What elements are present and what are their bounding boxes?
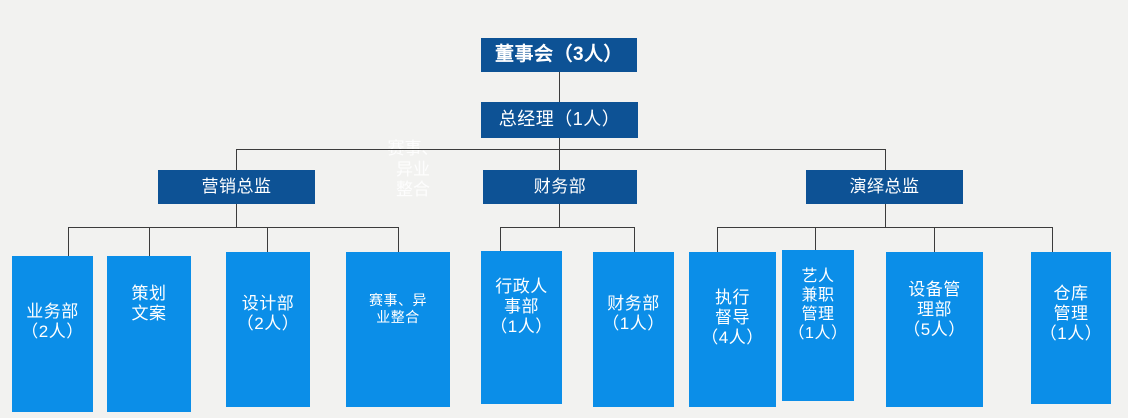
node-execution-supervisor[interactable]: 执行 督导 （4人）: [689, 252, 776, 407]
connector-marketing-c1: [68, 227, 69, 256]
node-design-department[interactable]: 设计部 （2人）: [226, 252, 310, 407]
connector-performance-down: [885, 204, 886, 227]
connector-performance-drop: [885, 149, 886, 170]
connector-marketing-drop: [236, 149, 237, 170]
ghost-watermark-label: 赛事、 异业 整合: [387, 139, 439, 200]
node-admin-hr-department[interactable]: 行政人 事部 （1人）: [481, 251, 562, 404]
connector-performance-c2: [815, 227, 816, 251]
node-board[interactable]: 董事会（3人）: [481, 38, 637, 72]
connector-board-to-gm: [559, 72, 560, 102]
node-business-department[interactable]: 业务部 （2人）: [12, 256, 93, 412]
connector-performance-bus: [717, 227, 1052, 228]
connector-marketing-down: [236, 204, 237, 227]
connector-finance-c1: [500, 227, 501, 252]
connector-directors-bus: [236, 149, 885, 150]
node-finance-department[interactable]: 财务部: [483, 170, 637, 204]
connector-gm-down: [559, 138, 560, 170]
node-marketing-director[interactable]: 营销总监: [158, 170, 315, 204]
node-planning-copywriting[interactable]: 策划 文案: [107, 256, 191, 412]
node-finance-sub-department[interactable]: 财务部 （1人）: [593, 252, 674, 407]
node-equipment-management[interactable]: 设备管 理部 （5人）: [886, 252, 983, 407]
connector-marketing-bus: [68, 227, 399, 228]
connector-marketing-c4: [398, 227, 399, 252]
connector-marketing-c3: [267, 227, 268, 252]
node-events-cross-industry[interactable]: 赛事、异 业整合: [346, 252, 450, 407]
node-warehouse-management[interactable]: 仓库 管理 （1人）: [1031, 252, 1111, 404]
connector-performance-c1: [717, 227, 718, 252]
connector-performance-c3: [934, 227, 935, 252]
node-performance-director[interactable]: 演绎总监: [806, 170, 963, 204]
node-artist-parttime-management[interactable]: 艺人 兼职 管理 （1人）: [782, 250, 854, 401]
connector-finance-down: [559, 204, 560, 227]
node-general-manager[interactable]: 总经理（1人）: [481, 102, 638, 138]
connector-performance-c4: [1052, 227, 1053, 252]
connector-marketing-c2: [149, 227, 150, 256]
connector-finance-bus: [500, 227, 634, 228]
connector-finance-c2: [634, 227, 635, 252]
